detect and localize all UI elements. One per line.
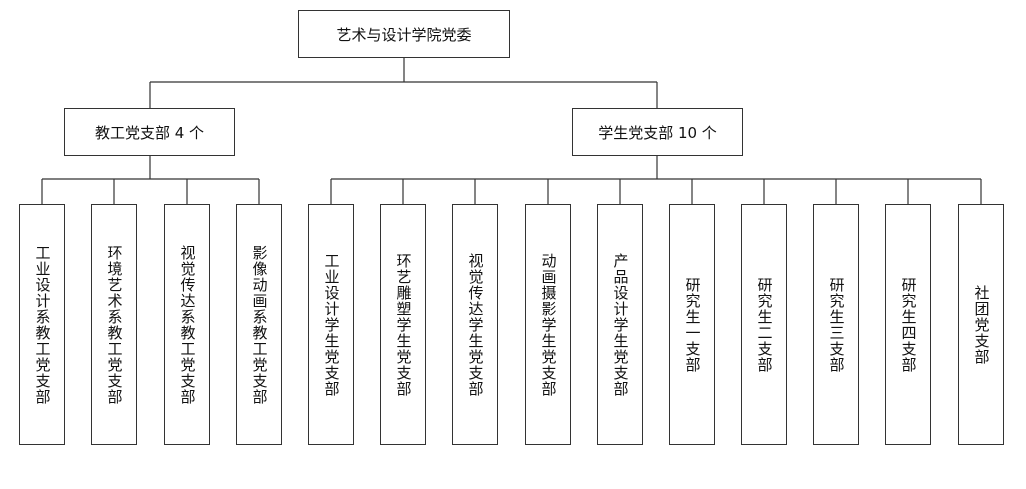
group-node-staff-branches[interactable]: 教工党支部 4 个: [64, 108, 235, 156]
leaf-node-label: 视觉传达学生党支部: [466, 252, 485, 397]
leaf-node-label: 研究生四支部: [899, 276, 918, 373]
leaf-node-label: 研究生一支部: [683, 276, 702, 373]
leaf-node-staff-3[interactable]: 视觉传达系教工党支部: [164, 204, 210, 445]
leaf-node-staff-4[interactable]: 影像动画系教工党支部: [236, 204, 282, 445]
leaf-node-student-5[interactable]: 产品设计学生党支部: [597, 204, 643, 445]
group-node-label: 学生党支部 10 个: [598, 123, 717, 142]
leaf-node-student-3[interactable]: 视觉传达学生党支部: [452, 204, 498, 445]
leaf-node-label: 研究生三支部: [827, 276, 846, 373]
leaf-node-label: 社团党支部: [972, 284, 991, 365]
leaf-node-student-2[interactable]: 环艺雕塑学生党支部: [380, 204, 426, 445]
leaf-node-student-1[interactable]: 工业设计学生党支部: [308, 204, 354, 445]
leaf-node-label: 工业设计系教工党支部: [33, 244, 52, 405]
leaf-node-label: 产品设计学生党支部: [611, 252, 630, 397]
leaf-node-label: 研究生二支部: [755, 276, 774, 373]
leaf-node-label: 环境艺术系教工党支部: [105, 244, 124, 405]
leaf-node-student-4[interactable]: 动画摄影学生党支部: [525, 204, 571, 445]
leaf-node-staff-1[interactable]: 工业设计系教工党支部: [19, 204, 65, 445]
leaf-node-label: 动画摄影学生党支部: [539, 252, 558, 397]
leaf-node-student-7[interactable]: 研究生二支部: [741, 204, 787, 445]
group-node-student-branches[interactable]: 学生党支部 10 个: [572, 108, 743, 156]
leaf-node-label: 环艺雕塑学生党支部: [394, 252, 413, 397]
group-node-label: 教工党支部 4 个: [94, 123, 205, 142]
leaf-node-label: 工业设计学生党支部: [322, 252, 341, 397]
leaf-node-label: 视觉传达系教工党支部: [178, 244, 197, 405]
leaf-node-label: 影像动画系教工党支部: [250, 244, 269, 405]
leaf-node-student-6[interactable]: 研究生一支部: [669, 204, 715, 445]
root-node-party-committee[interactable]: 艺术与设计学院党委: [298, 10, 510, 58]
leaf-node-student-10[interactable]: 社团党支部: [958, 204, 1004, 445]
leaf-node-staff-2[interactable]: 环境艺术系教工党支部: [91, 204, 137, 445]
leaf-node-student-8[interactable]: 研究生三支部: [813, 204, 859, 445]
leaf-node-student-9[interactable]: 研究生四支部: [885, 204, 931, 445]
root-node-label: 艺术与设计学院党委: [336, 25, 472, 44]
